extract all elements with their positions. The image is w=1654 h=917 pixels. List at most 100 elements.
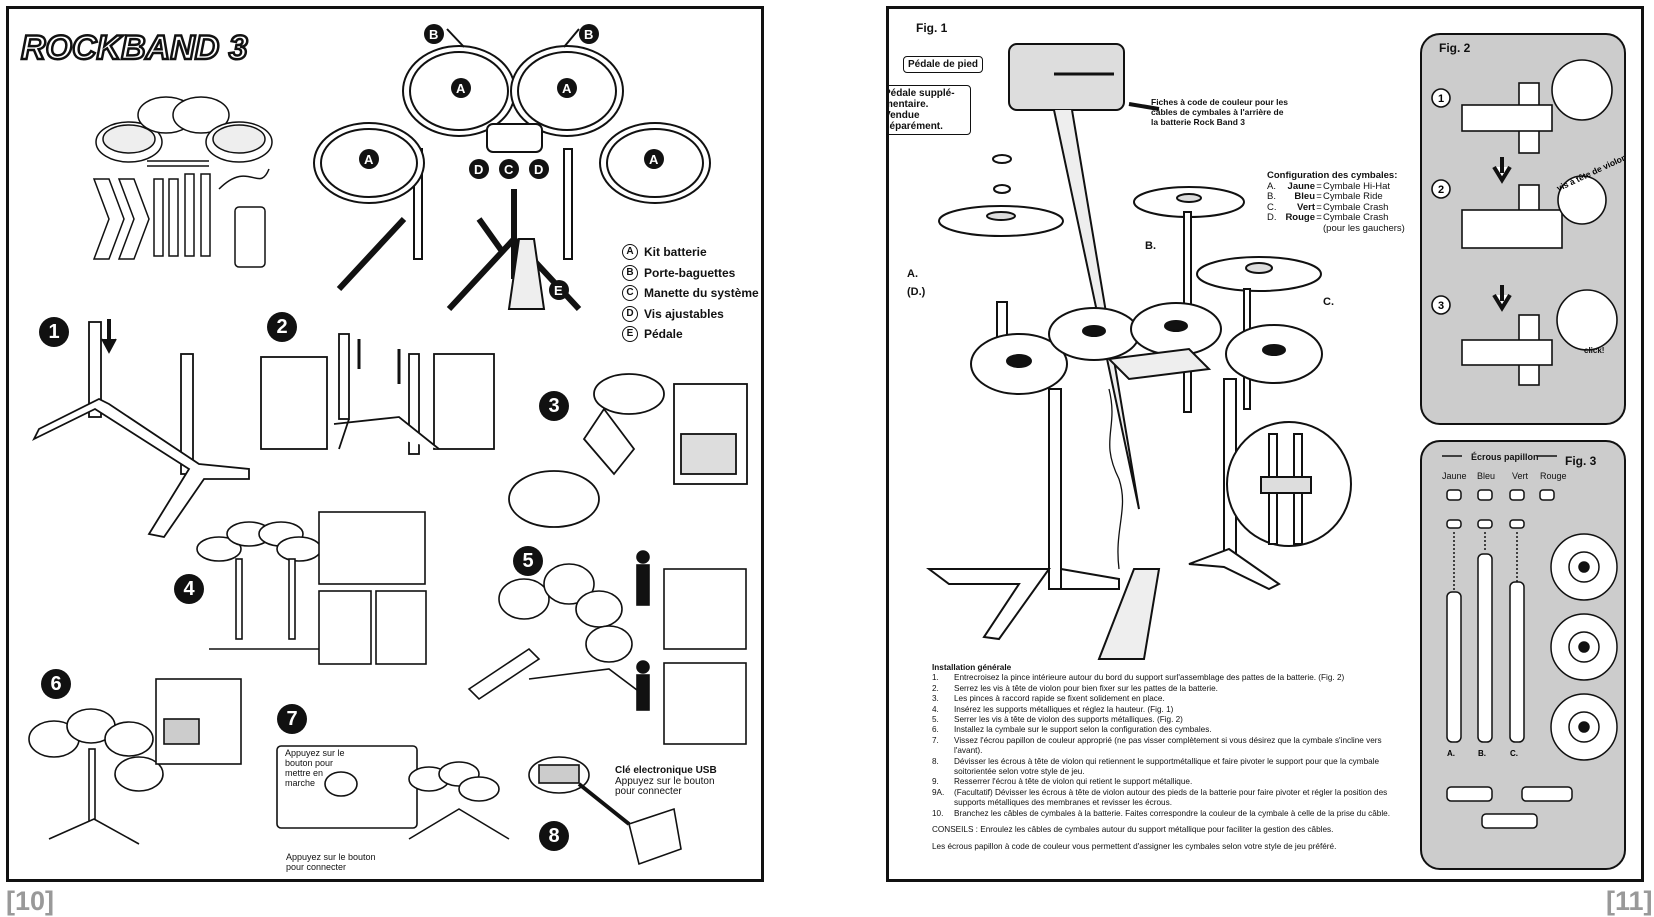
fig1-label: Fig. 1 (916, 21, 948, 35)
fig3-pole-c: C. (1510, 749, 1518, 758)
fig2-label: Fig. 2 (1439, 41, 1471, 55)
legend-item-e: E Pédale (622, 324, 759, 345)
rockband-logo: ROCKBAND 3 (21, 29, 248, 67)
cymbal-config-row: D.Rouge=Cymbale Crash (1267, 213, 1405, 224)
step7-power-caption: Appuyez sur le bouton pour mettre en mar… (285, 748, 345, 788)
fig2-illustration: 1 2 3 vis à tête de violon click! (1431, 59, 1624, 386)
installation-step: 10. Branchez les câbles de cymbales à la … (932, 809, 1402, 819)
page-number-right-bracket-close: ] (1643, 886, 1653, 916)
installation-step: 5. Serrer les vis à tête de violon des su… (932, 715, 1402, 725)
step-num: 1. (932, 673, 939, 683)
step4-drawing (196, 511, 427, 665)
step-number-2: 2 (267, 312, 297, 342)
step-text: Serrer les vis à tête de violon des supp… (954, 715, 1183, 725)
installation-step: 7. Vissez l'écrou papillon de couleur app… (932, 736, 1402, 757)
installation-step: 2.Serrez les vis à tête de violon pour b… (932, 684, 1402, 694)
page-number-right: [11] (1606, 886, 1653, 917)
fig3-color-bleu: Bleu (1477, 471, 1496, 481)
installation-step: 9. Resserrer l'écrou à tête de violon qui… (932, 777, 1402, 787)
step-text: Insérez les supports métalliques et régl… (954, 704, 1174, 714)
cfg-key: D. (1267, 212, 1277, 224)
step8-drawing (528, 756, 682, 866)
marker-a-2: A (562, 81, 572, 96)
step-text: Resserrer l'écrou à tête de violon qui r… (954, 777, 1193, 787)
step-text: Les pinces à raccord rapide se fixent so… (954, 694, 1165, 704)
cfg-color: Rouge (1285, 212, 1315, 224)
legend-key: D (622, 305, 638, 322)
legend-label: Porte-baguettes (644, 265, 736, 280)
step-number-6: 6 (41, 669, 71, 699)
installation-step: 4. Insérez les supports métalliques et ré… (932, 705, 1402, 715)
step-num: 10. (932, 808, 944, 818)
installation-step: 9A.(Facultatif) Dévisser les écrous à tê… (932, 788, 1402, 809)
legend-item-d: D Vis ajustables (622, 304, 759, 325)
cymbal-label-b: B. (1145, 240, 1156, 252)
step-num: 4. (932, 704, 939, 714)
page-number-left: [10] (6, 886, 54, 917)
step-text: Branchez les câbles de cymbales à la bat… (954, 808, 1390, 818)
step-number-4: 4 (174, 574, 204, 604)
fig2-panel: Fig. 2 1 2 3 vis à tête de violon click! (1420, 33, 1626, 425)
cymbal-label-d: (D.) (907, 286, 926, 298)
marker-a-4: A (649, 152, 659, 167)
cfg-key: A. (1267, 180, 1276, 192)
step8-usb-caption: Appuyez sur le bouton pour connecter (615, 776, 715, 797)
step-num: 5. (932, 715, 939, 725)
cfg-equals: = (1316, 191, 1322, 203)
cfg-equals: = (1316, 180, 1322, 192)
fig2-step-1: 1 (1438, 93, 1444, 105)
installation-step: 8.Dévisser les écrous à tête de violon q… (932, 757, 1402, 778)
cymbal-config-note-row: (pour les gauchers) (1267, 223, 1405, 235)
cfg-name: Cymbale Hi-Hat (1323, 180, 1391, 192)
step-number-1: 1 (39, 317, 69, 347)
fig2-click-label: click! (1584, 346, 1604, 355)
cfg-key: C. (1267, 201, 1277, 213)
marker-a-1: A (456, 81, 466, 96)
cymbal-config-title: Configuration des cymbales: (1267, 170, 1398, 181)
cymbal-label-a: A. (907, 268, 918, 280)
fig3-color-rouge: Rouge (1540, 471, 1567, 481)
step-text: Entrecroisez la pince intérieure autour … (954, 673, 1345, 683)
step-num: 7. (932, 735, 939, 745)
marker-d-2: D (534, 162, 543, 177)
marker-b-2: B (584, 27, 593, 42)
legend-key: E (622, 326, 638, 343)
cfg-key: B. (1267, 191, 1276, 203)
page-number-right-value: 11 (1615, 886, 1644, 916)
legend-key: A (622, 244, 638, 261)
fig2-step-2: 2 (1438, 184, 1444, 196)
fig2-step-3: 3 (1438, 300, 1444, 312)
legend-label: Manette du système (644, 286, 759, 301)
legend-item-b: B Porte-baguettes (622, 263, 759, 284)
cymbal-config-row: B.Bleu=Cymbale Ride (1267, 192, 1405, 203)
page-number-left-bracket-open: [ (6, 886, 15, 916)
fig3-pole-b: B. (1478, 749, 1486, 758)
cfg-equals: = (1316, 201, 1322, 213)
fig3-illustration: A. B. C. (1442, 455, 1618, 829)
legend-label: Vis ajustables (644, 306, 724, 321)
installation-instructions: Installation générale 1.Entrecroisez la … (932, 663, 1402, 852)
step-number-8: 8 (539, 821, 569, 851)
step-text: Vissez l'écrou papillon de couleur appro… (954, 735, 1382, 756)
manual-page-right: Fig. 1 (886, 6, 1644, 882)
callout-foot-pedal: Pédale de pied (903, 56, 984, 73)
legend-key: B (622, 264, 638, 281)
drum-kit-callouts: A A A A B B D C D E (359, 24, 664, 300)
cymbal-kit-illustration: A. (D.) B. C. (907, 43, 1352, 660)
cymbal-config-row: C.Vert=Cymbale Crash (1267, 201, 1405, 214)
legend-label: Pédale (644, 327, 683, 342)
step-number-3: 3 (539, 391, 569, 421)
cfg-name: Cymbale Ride (1323, 191, 1383, 203)
page-number-left-value: 10 (15, 886, 46, 916)
marker-c: C (504, 162, 514, 177)
callout-extra-pedal: Pédale supplé-mentaire. Vendue séparémen… (889, 85, 971, 135)
step-num: 8. (932, 756, 939, 766)
step-num: 9. (932, 777, 939, 787)
installation-step: 1. Entrecroisez la pince intérieure autou… (932, 673, 1402, 683)
step1-drawing (32, 319, 250, 538)
step7-drawing (276, 745, 510, 840)
cfg-equals: = (1316, 212, 1322, 224)
fig3-label: Fig. 3 (1565, 454, 1597, 468)
page-number-left-bracket-close: ] (45, 886, 55, 916)
step5-drawing (467, 550, 747, 745)
